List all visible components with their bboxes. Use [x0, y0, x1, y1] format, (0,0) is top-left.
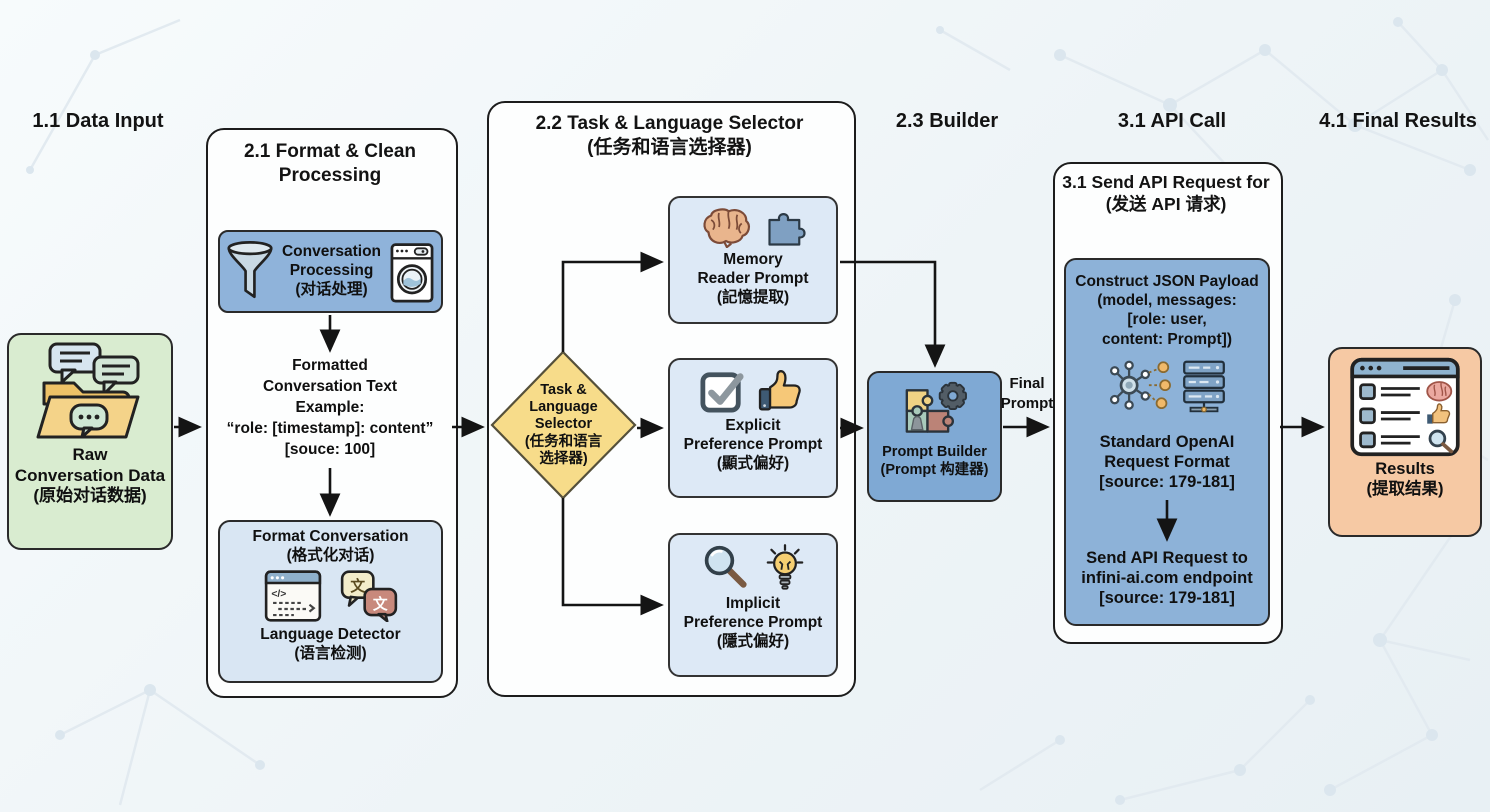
send-api-request-text: Send API Request to infini-ai.com endpoi…: [1081, 549, 1253, 608]
results-box: Results (提取结果): [1328, 347, 1482, 537]
thumbs-up-icon: [758, 370, 801, 411]
section-header-api-call: 3.1 API Call: [1117, 110, 1227, 132]
implicit-preference-prompt-label: Implicit Preference Prompt (隱式偏好): [683, 595, 823, 650]
formatted-conversation-text: Formatted Conversation Text Example: “ro…: [226, 357, 434, 458]
language-detector-label: Language Detector (语言检测): [260, 625, 401, 662]
svg-text:文: 文: [372, 595, 387, 613]
standard-openai-text: Standard OpenAI Request Format [source: …: [1099, 433, 1235, 492]
task-selector-title: 2.2 Task & Language Selector (任务和语言选择器): [535, 113, 804, 158]
section-header-data-input: 1.1 Data Input: [32, 110, 164, 132]
format-clean-title: 2.1 Format & Clean Processing: [243, 141, 417, 186]
folder-chat-icon: [36, 342, 140, 439]
puzzle-piece-icon: [768, 213, 806, 246]
api-request-title: 3.1 Send API Request for (发送 API 请求): [1062, 172, 1270, 214]
code-window-icon: </>: [264, 570, 321, 622]
funnel-icon: [227, 240, 273, 298]
explicit-preference-prompt-label: Explicit Preference Prompt (顯式偏好): [683, 417, 823, 472]
raw-conversation-data-label: Raw Conversation Data (原始对话数据): [14, 445, 166, 506]
server-stack-icon: [1183, 360, 1225, 413]
section-header-final-results: 4.1 Final Results: [1319, 110, 1477, 132]
memory-reader-prompt-box: Memory Reader Prompt (記憶提取): [668, 196, 838, 324]
brain-icon: [703, 208, 751, 248]
svg-text:文: 文: [350, 577, 365, 595]
network-api-icon: [1109, 360, 1171, 410]
puzzle-gear-icon: [905, 381, 967, 433]
memory-reader-prompt-label: Memory Reader Prompt (記憶提取): [697, 251, 809, 306]
prompt-builder-label: Prompt Builder (Prompt 构建器): [880, 444, 989, 478]
explicit-preference-prompt-box: Explicit Preference Prompt (顯式偏好): [668, 358, 838, 498]
section-header-builder: 2.3 Builder: [895, 110, 999, 132]
construct-payload-text: Construct JSON Payload (model, messages:…: [1075, 273, 1259, 348]
conversation-processing-box: Conversation Processing (对话处理): [218, 230, 443, 313]
checkbox-icon: [700, 372, 744, 413]
language-bubbles-icon: 文 文: [340, 570, 397, 622]
implicit-preference-prompt-box: Implicit Preference Prompt (隱式偏好): [668, 533, 838, 677]
results-label: Results (提取结果): [1366, 460, 1444, 499]
prompt-builder-box: Prompt Builder (Prompt 构建器): [867, 371, 1002, 502]
format-conversation-box: Format Conversation (格式化对话) </>: [218, 520, 443, 683]
magnifier-icon: [704, 545, 747, 588]
conversation-processing-label: Conversation Processing (对话处理): [281, 243, 382, 298]
task-language-selector-label: Task & Language Selector (任务和语言 选择器): [524, 382, 603, 467]
lightbulb-icon: [766, 544, 804, 590]
results-checklist-icon: [1350, 357, 1460, 457]
json-payload-box: Construct JSON Payload (model, messages:…: [1064, 258, 1270, 626]
final-prompt-label: Final Prompt: [1000, 375, 1054, 412]
raw-conversation-data-box: Raw Conversation Data (原始对话数据): [7, 333, 173, 550]
washing-machine-icon: [390, 242, 434, 303]
svg-text:</>: </>: [271, 589, 286, 600]
format-conversation-label: Format Conversation (格式化对话): [252, 528, 409, 564]
